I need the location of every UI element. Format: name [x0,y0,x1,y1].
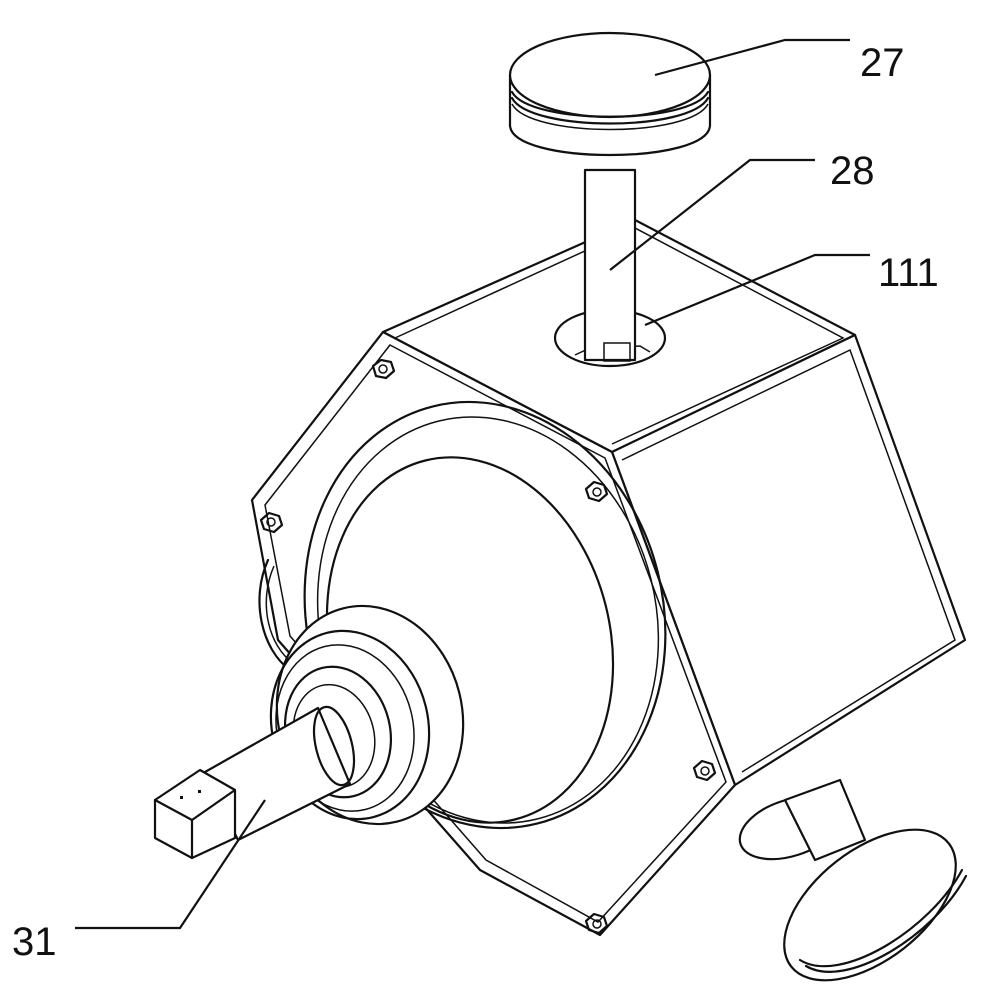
bolt-icon [371,358,396,380]
callout-27: 27 [860,41,905,85]
side-shaft-assembly [738,778,968,982]
bolt-icon [259,511,284,534]
top-shaft-assembly [553,168,667,368]
output-shaft-assembly [153,604,465,860]
bolt-icon [584,480,609,503]
top-knob [508,31,712,156]
bolts [259,358,717,935]
gearbox-housing [250,218,967,937]
leader-27 [654,38,850,77]
bolt-icon [584,912,609,935]
leader-31 [75,799,266,930]
callout-28: 28 [830,149,875,193]
callout-31: 31 [12,920,57,964]
bolt-icon [692,759,717,782]
callout-111: 111 [878,251,939,295]
leader-28 [609,158,815,271]
leader-111 [644,253,870,327]
leader-lines [75,38,870,930]
